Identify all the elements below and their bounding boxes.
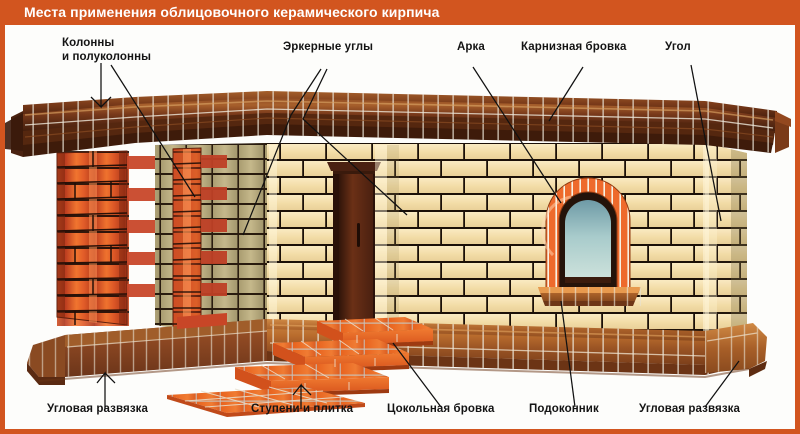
page-title: Места применения облицовочного керамичес… bbox=[24, 4, 440, 20]
steps-and-tiles bbox=[167, 317, 433, 417]
label-cornice-band: Карнизная бровка bbox=[521, 41, 627, 53]
label-corner-junction-right: Угловая развязка bbox=[639, 403, 740, 415]
corner-rounded-right bbox=[705, 143, 747, 343]
label-plinth-band: Цокольная бровка bbox=[387, 403, 495, 415]
bay-corner-left-of-door bbox=[269, 145, 277, 337]
step-side-brick bbox=[177, 313, 227, 329]
label-corner-junction-left: Угловая развязка bbox=[47, 403, 148, 415]
label-columns: Колонны и полуколонны bbox=[62, 37, 152, 63]
title-bar: Места применения облицовочного керамичес… bbox=[0, 0, 800, 25]
door-handle-icon bbox=[357, 223, 360, 247]
house-illustration bbox=[5, 63, 791, 417]
window-sill bbox=[538, 287, 641, 306]
label-corner: Угол bbox=[665, 41, 691, 53]
accent-bricks-left bbox=[127, 155, 227, 297]
label-steps-and-tiles: Ступени и плитка bbox=[251, 403, 354, 415]
plinth-corner-right bbox=[705, 323, 767, 377]
bay-corner-right-of-door bbox=[375, 145, 399, 331]
column-full bbox=[56, 150, 129, 326]
entrance-doorway bbox=[327, 162, 381, 325]
leader-lines-overlay bbox=[242, 114, 408, 236]
arch-brick-ring bbox=[546, 178, 630, 289]
illustration-canvas: Колонны и полуколонны Эркерные углы Арка… bbox=[5, 25, 795, 429]
plinth-corner-left bbox=[27, 335, 65, 385]
arched-window bbox=[538, 177, 641, 306]
corner-edge-highlight bbox=[703, 143, 709, 343]
column-half bbox=[172, 147, 202, 332]
label-bay-corners: Эркерные углы bbox=[283, 41, 374, 53]
cornice-band bbox=[5, 91, 791, 157]
label-window-sill: Подоконник bbox=[529, 403, 599, 415]
leader-lines bbox=[90, 63, 740, 409]
label-arch: Арка bbox=[457, 41, 485, 53]
